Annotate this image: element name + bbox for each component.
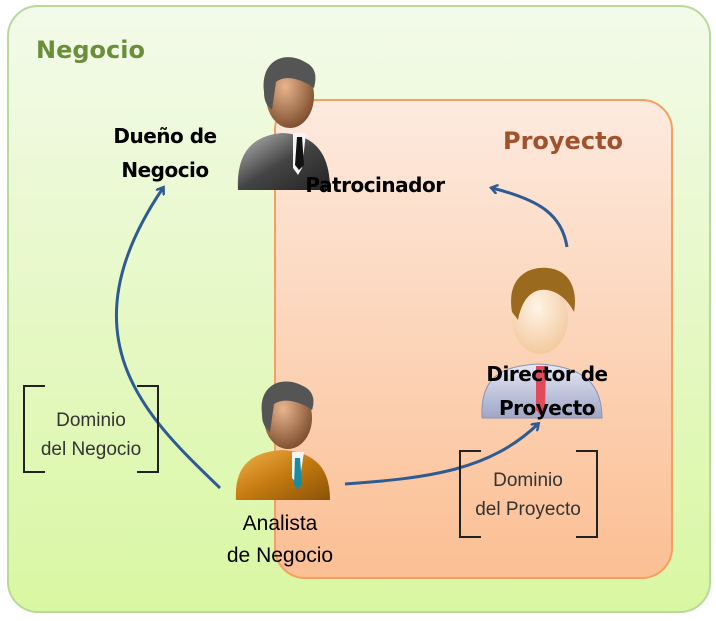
- analyst-line-1: Analista: [242, 512, 318, 535]
- business-domain-bracket: [23, 385, 159, 473]
- project-region-title: Proyecto: [503, 127, 624, 155]
- analyst-line-2: de Negocio: [226, 544, 334, 567]
- sponsor-label: Patrocinador: [305, 173, 445, 197]
- project-region: [274, 99, 673, 579]
- analyst-label: Analista de Negocio: [200, 508, 360, 572]
- analyst-person-icon: [235, 381, 330, 500]
- project-domain-label: Dominio del Proyecto: [458, 466, 598, 524]
- arrow-director-to-sponsor: [492, 188, 569, 248]
- director-person-icon: [481, 267, 603, 419]
- business-owner-line-2: Negocio: [121, 158, 209, 182]
- business-owner-line-1: Dueño de: [113, 124, 217, 148]
- director-line-1: Director de: [486, 362, 608, 386]
- arrow-analyst-to-owner: [114, 188, 222, 490]
- project-domain-line-1: Dominio: [493, 470, 563, 491]
- director-line-2: Proyecto: [498, 396, 596, 420]
- business-domain-line-2: del Negocio: [40, 439, 142, 460]
- business-domain-label: Dominio del Negocio: [24, 406, 158, 464]
- sponsor-person-icon: [237, 57, 330, 190]
- project-domain-line-2: del Proyecto: [475, 499, 581, 520]
- arrow-analyst-to-director: [344, 424, 538, 486]
- project-domain-bracket: [459, 450, 598, 538]
- business-region-title: Negocio: [36, 36, 145, 64]
- director-label: Director de Proyecto: [467, 357, 627, 425]
- business-domain-line-1: Dominio: [56, 410, 126, 431]
- business-owner-label: Dueño de Negocio: [90, 119, 240, 187]
